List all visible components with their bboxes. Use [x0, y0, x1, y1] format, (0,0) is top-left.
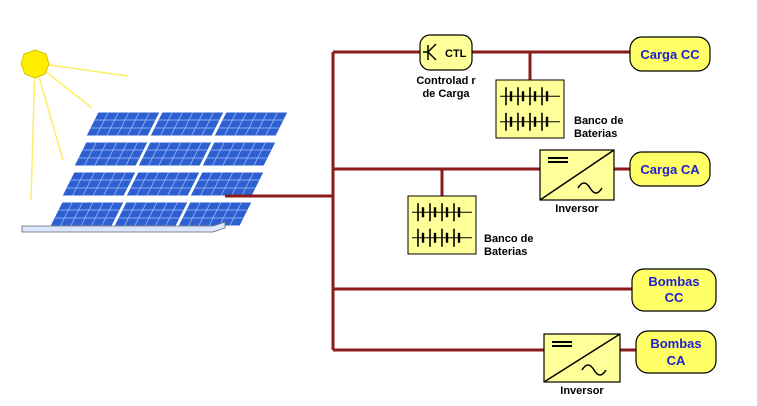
- transistor-icon: [423, 43, 437, 61]
- load-carga-cc: Carga CC: [629, 36, 711, 72]
- controller-label-line1: Controlad r: [416, 75, 476, 87]
- load-bombas-ca-line1: Bombas: [650, 336, 701, 351]
- controller-label-line2: de Carga: [422, 88, 470, 100]
- load-carga-cc-label: Carga CC: [640, 47, 700, 62]
- load-bombas-ca-line2: CA: [667, 353, 686, 368]
- inverter-1-label: Inversor: [555, 203, 599, 215]
- battery-bank-1: Banco de Baterias: [495, 79, 624, 140]
- battery-bank-1-label-line2: Baterias: [574, 128, 617, 140]
- load-bombas-cc: Bombas CC: [631, 268, 717, 312]
- battery-bank-1-label-line1: Banco de: [574, 115, 624, 127]
- battery-cells-icon: [412, 203, 472, 247]
- controller-badge: CTL: [445, 48, 467, 60]
- inverter-symbol-icon: [539, 149, 615, 201]
- charge-controller: CTL Controlad r de Carga: [416, 34, 476, 100]
- battery-cells-icon: [500, 87, 560, 131]
- inverter-symbol-icon: [543, 333, 621, 383]
- inverter-1: Inversor: [539, 149, 615, 215]
- load-carga-ca-label: Carga CA: [640, 162, 700, 177]
- load-bombas-cc-line2: CC: [665, 290, 684, 305]
- battery-bank-2: Banco de Baterias: [407, 195, 534, 258]
- load-bombas-ca: Bombas CA: [635, 330, 717, 374]
- battery-bank-2-label-line1: Banco de: [484, 233, 534, 245]
- inverter-2-label: Inversor: [560, 385, 604, 397]
- inverter-2: Inversor: [543, 333, 621, 397]
- solar-panel-array: [21, 111, 289, 233]
- load-carga-ca: Carga CA: [629, 151, 711, 187]
- sun-icon: [20, 49, 129, 201]
- wiring: [225, 50, 636, 352]
- load-bombas-cc-line1: Bombas: [648, 274, 699, 289]
- battery-bank-2-label-line2: Baterias: [484, 246, 527, 258]
